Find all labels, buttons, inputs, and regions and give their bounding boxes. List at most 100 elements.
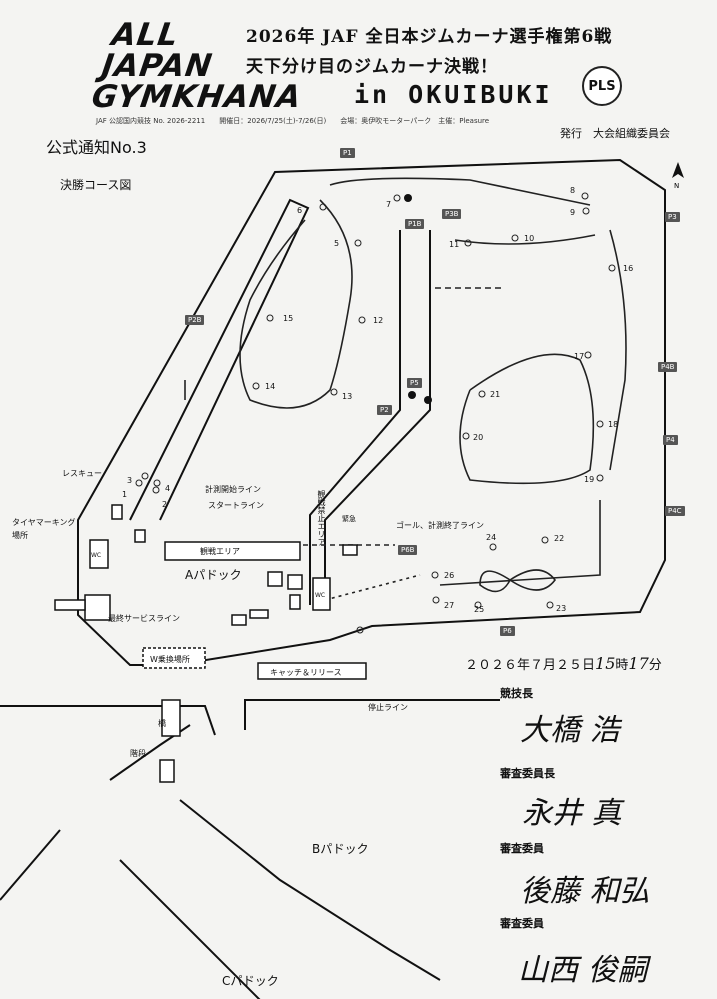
- organizer-seal: PLS: [582, 66, 622, 106]
- emergency-box: [342, 544, 358, 556]
- gate-14: 14: [265, 382, 276, 391]
- issued-datetime: ２０２６年７月２５日15時17分: [465, 654, 662, 673]
- post-p2b: P2B: [185, 315, 205, 325]
- driving-line-to-goal: [439, 500, 601, 586]
- issued-minute-unit: 分: [648, 658, 662, 673]
- label-stop-line: 停止ライン: [368, 703, 408, 712]
- spectator-area-box: [164, 541, 301, 561]
- driving-line-right: [609, 229, 627, 471]
- paddock-rect-6: [231, 614, 247, 626]
- post-p6b: P6B: [398, 545, 418, 555]
- lower-path-4: [0, 829, 61, 901]
- gate-24: 24: [486, 533, 497, 542]
- driving-line-left-loop: [239, 199, 353, 409]
- gate-23: 23: [556, 604, 567, 613]
- label-catch-release: キャッチ＆リリース: [270, 668, 342, 677]
- post-p4b: P4B: [658, 362, 678, 372]
- label-goal-line: ゴール、計測終了ライン: [396, 521, 484, 530]
- gate-8: 8: [570, 186, 576, 195]
- paddock-rect-1: [84, 594, 111, 621]
- post-p6: P6: [500, 626, 515, 636]
- lower-path-3: [179, 799, 441, 981]
- issued-hour-unit: 時: [615, 658, 629, 673]
- label-final-service: 最終サービスライン: [108, 614, 180, 623]
- paddock-rect-4: [287, 574, 303, 590]
- course-outer-boundary: [77, 158, 666, 666]
- label-rescue: レスキュー: [62, 469, 102, 478]
- gate-22: 22: [554, 534, 565, 543]
- center-lane: [309, 230, 401, 605]
- driving-line-inner-right: [454, 234, 596, 245]
- official-signature-3: 後藤 和弘: [520, 874, 650, 909]
- w-exchange-box: [142, 647, 206, 669]
- gate-4: 4: [165, 484, 171, 493]
- wc-building-right: [312, 577, 331, 611]
- official-role-2: 審査委員長: [500, 767, 555, 780]
- issued-minute: 17: [628, 654, 649, 673]
- gate-19: 19: [584, 475, 595, 484]
- gate-9: 9: [570, 208, 576, 217]
- lower-path-2: [119, 859, 261, 999]
- bottom-road-left: [0, 705, 216, 736]
- center-lane-2: [324, 230, 431, 605]
- post-p3: P3: [665, 212, 680, 222]
- official-role-3: 審査委員: [500, 842, 544, 855]
- label-a-paddock: Aパドック: [185, 568, 242, 582]
- label-bridge: 橋: [158, 719, 166, 728]
- label-measure-start: 計測開始ライン: [205, 485, 261, 494]
- gate-11: 11: [449, 240, 460, 249]
- dashed-return: [324, 574, 421, 601]
- official-role-4: 審査委員: [500, 917, 544, 930]
- post-p4c: P4C: [665, 506, 685, 516]
- gate-10: 10: [524, 234, 535, 243]
- event-title: 2026年 JAF 全日本ジムカーナ選手権第6戦: [246, 27, 613, 47]
- catch-release-box: [257, 662, 367, 680]
- svg-text:N: N: [674, 182, 679, 190]
- event-subtitle: 天下分け目のジムカーナ決戦！: [246, 57, 498, 77]
- post-p3b: P3B: [442, 209, 462, 219]
- event-meta: JAF 公認国内競技 No. 2026-2211 開催日：2026/7/25(土…: [96, 117, 490, 125]
- label-c-paddock: Cパドック: [222, 974, 279, 988]
- notice-title: 公式通知No.3: [46, 138, 147, 157]
- label-spectator-area: 観戦エリア: [200, 547, 240, 556]
- label-no-spectating: 観戦禁止エリア: [317, 490, 326, 546]
- tire-rect-2: [134, 529, 146, 543]
- gate-13: 13: [342, 392, 353, 401]
- label-b-paddock: Bパドック: [312, 842, 369, 856]
- stairs-rect: [159, 759, 175, 783]
- label-w-exchange: W乗換場所: [150, 655, 190, 664]
- label-stairs: 階段: [130, 749, 146, 758]
- paddock-rect-7: [249, 609, 269, 619]
- driving-line-center-loop: [459, 353, 595, 485]
- gate-6: 6: [297, 206, 303, 215]
- paddock-rect-5: [289, 594, 301, 610]
- post-p1b: P1B: [405, 219, 425, 229]
- gate-20: 20: [473, 433, 484, 442]
- bridge-rect: [161, 699, 181, 737]
- label-wc-right: WC: [315, 592, 326, 599]
- gate-17: 17: [574, 352, 585, 361]
- gate-7: 7: [386, 200, 392, 209]
- gate-16: 16: [623, 264, 634, 273]
- gate-15: 15: [283, 314, 294, 323]
- event-venue-title: in OKUIBUKI: [354, 80, 553, 109]
- bottom-road-right: [244, 699, 500, 730]
- gate-1: 1: [122, 490, 128, 499]
- driving-line-top: [329, 177, 591, 206]
- tire-rect-1: [111, 504, 123, 520]
- publisher: 発行 大会組織委員会: [560, 127, 670, 140]
- gate-27: 27: [444, 601, 455, 610]
- official-role-1: 競技長: [500, 687, 533, 700]
- official-signature-2: 永井 真: [522, 796, 622, 831]
- gate-5: 5: [334, 239, 340, 248]
- label-start-line: スタートライン: [208, 501, 264, 510]
- post-p2: P2: [377, 405, 392, 415]
- official-signature-1: 大橋 浩: [520, 713, 620, 748]
- issued-date: ２０２６年７月２５日: [465, 658, 596, 673]
- gate-18: 18: [608, 420, 619, 429]
- post-p1: P1: [340, 148, 355, 158]
- gate-25: 25: [474, 605, 485, 614]
- course-inner-lane: [129, 198, 310, 521]
- official-signature-4: 山西 俊嗣: [518, 953, 648, 988]
